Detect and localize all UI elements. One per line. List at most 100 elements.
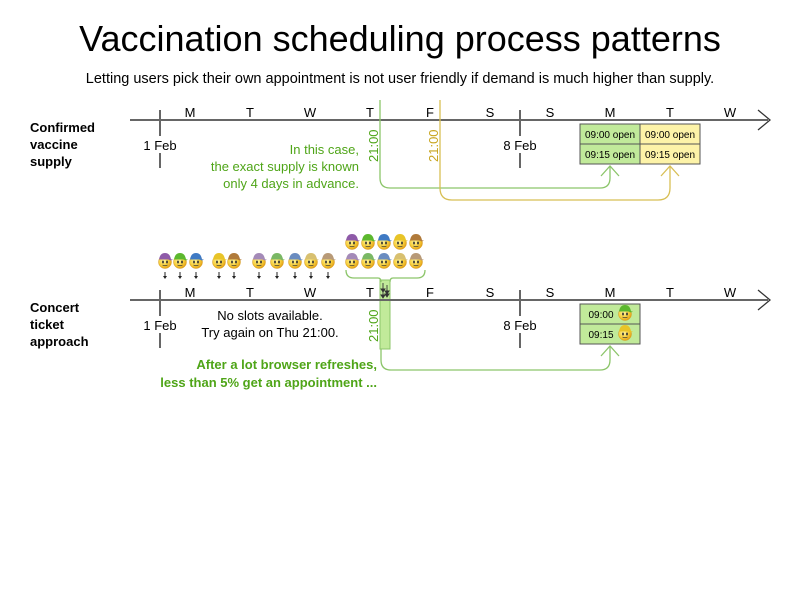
day-labels: M T W T F S S M T W bbox=[185, 285, 737, 300]
user-avatar-icon bbox=[618, 325, 633, 341]
row-label-line: Confirmed bbox=[30, 120, 95, 135]
user-avatar-icon bbox=[227, 253, 242, 279]
date-label: 1 Feb bbox=[143, 318, 176, 333]
user-avatar-icon bbox=[345, 253, 360, 269]
user-avatar-icon bbox=[618, 305, 633, 321]
day-label: W bbox=[304, 105, 317, 120]
page-subtitle: Letting users pick their own appointment… bbox=[86, 71, 714, 87]
release-connector-yellow bbox=[439, 100, 671, 201]
arrow-down-icon bbox=[178, 272, 182, 279]
user-avatar-icon bbox=[158, 253, 173, 279]
slot-label: 09:00 open bbox=[645, 130, 695, 141]
day-labels: M T W T F S S M T W bbox=[185, 105, 737, 120]
release-time-label: 21:00 bbox=[366, 129, 381, 162]
arrow-down-icon bbox=[257, 272, 261, 279]
arrow-down-icon bbox=[232, 272, 236, 279]
day-label: T bbox=[246, 285, 254, 300]
user-avatar-icon bbox=[409, 253, 424, 269]
day-label: F bbox=[426, 105, 434, 120]
day-label: M bbox=[185, 285, 196, 300]
crowd-bracket-right bbox=[389, 269, 426, 283]
user-avatar-icon bbox=[361, 253, 376, 269]
outcome-line: After a lot browser refreshes, bbox=[196, 357, 377, 372]
note-line: No slots available. bbox=[217, 308, 323, 323]
user-avatar-icon bbox=[618, 305, 633, 321]
day-label: T bbox=[666, 105, 674, 120]
axis-arrow-icon bbox=[757, 289, 772, 311]
row-confirmed-supply: Confirmed vaccine supply M T W T F S S M… bbox=[30, 100, 772, 201]
crowd-bracket-left bbox=[345, 269, 382, 283]
release-time-label: 21:00 bbox=[366, 309, 381, 342]
release-connector-green bbox=[379, 100, 611, 189]
arrow-up-icon bbox=[600, 345, 620, 357]
day-label: W bbox=[724, 105, 737, 120]
row-label-line: ticket bbox=[30, 317, 65, 332]
slot-label: 09:00 open bbox=[585, 130, 635, 141]
user-avatar-icon bbox=[393, 234, 408, 250]
axis-arrow-icon bbox=[757, 109, 772, 131]
note-line: Try again on Thu 21:00. bbox=[201, 325, 338, 340]
outcome-line: less than 5% get an appointment ... bbox=[160, 375, 377, 390]
date-label: 1 Feb bbox=[143, 138, 176, 153]
release-time-label: 21:00 bbox=[426, 129, 441, 162]
arrow-down-icon bbox=[309, 272, 313, 279]
day-label: S bbox=[486, 105, 495, 120]
user-avatar-icon bbox=[377, 234, 392, 250]
crowd-users bbox=[345, 234, 424, 269]
waiting-users bbox=[158, 253, 336, 279]
user-avatar-icon bbox=[377, 253, 392, 269]
arrow-down-icon bbox=[163, 272, 167, 279]
day-label: T bbox=[366, 105, 374, 120]
rush-arrows-icon bbox=[380, 283, 390, 299]
user-avatar-icon bbox=[321, 253, 336, 279]
row-concert-ticket: Concert ticket approach M T W T F S S M … bbox=[30, 234, 772, 390]
user-avatar-icon bbox=[345, 234, 360, 250]
day-label: T bbox=[366, 285, 374, 300]
day-label: M bbox=[605, 105, 616, 120]
arrow-up-icon bbox=[600, 165, 620, 177]
user-avatar-icon bbox=[361, 234, 376, 250]
release-window-bar bbox=[379, 279, 391, 350]
note-line: only 4 days in advance. bbox=[223, 176, 359, 191]
note-line: the exact supply is known bbox=[211, 159, 359, 174]
row-label-line: supply bbox=[30, 154, 73, 169]
slot-time: 09:15 bbox=[588, 330, 613, 341]
user-avatar-icon bbox=[212, 253, 227, 279]
user-avatar-icon bbox=[409, 234, 424, 250]
user-avatar-icon bbox=[288, 253, 303, 279]
day-label: M bbox=[605, 285, 616, 300]
user-avatar-icon bbox=[393, 253, 408, 269]
row-label-line: approach bbox=[30, 334, 89, 349]
slot-cell[interactable] bbox=[639, 143, 701, 165]
row-label-line: vaccine bbox=[30, 137, 78, 152]
user-avatar-icon bbox=[270, 253, 285, 279]
day-label: W bbox=[304, 285, 317, 300]
arrow-down-icon bbox=[275, 272, 279, 279]
slot-label: 09:15 open bbox=[645, 150, 695, 161]
user-avatar-icon bbox=[304, 253, 319, 279]
user-avatar-icon bbox=[189, 253, 204, 279]
arrow-up-icon bbox=[660, 165, 680, 177]
date-label: 8 Feb bbox=[503, 138, 536, 153]
release-connector-green bbox=[380, 346, 611, 371]
page-title: Vaccination scheduling process patterns bbox=[79, 18, 721, 59]
day-label: M bbox=[185, 105, 196, 120]
slot-time: 09:00 bbox=[588, 310, 613, 321]
slot-grid: 09:00 09:15 bbox=[579, 303, 641, 345]
arrow-down-icon bbox=[194, 272, 198, 279]
day-label: W bbox=[724, 285, 737, 300]
day-label: T bbox=[246, 105, 254, 120]
slot-label: 09:15 open bbox=[585, 150, 635, 161]
row-label-line: Concert bbox=[30, 300, 80, 315]
arrow-down-icon bbox=[293, 272, 297, 279]
user-avatar-icon bbox=[618, 325, 633, 341]
arrow-down-icon bbox=[326, 272, 330, 279]
note-line: In this case, bbox=[290, 142, 359, 157]
slot-grid: 09:00 open 09:15 open 09:00 open 09:15 o… bbox=[579, 123, 701, 165]
day-label: S bbox=[546, 285, 555, 300]
user-avatar-icon bbox=[252, 253, 267, 279]
day-label: S bbox=[546, 105, 555, 120]
date-label: 8 Feb bbox=[503, 318, 536, 333]
user-avatar-icon bbox=[173, 253, 188, 279]
